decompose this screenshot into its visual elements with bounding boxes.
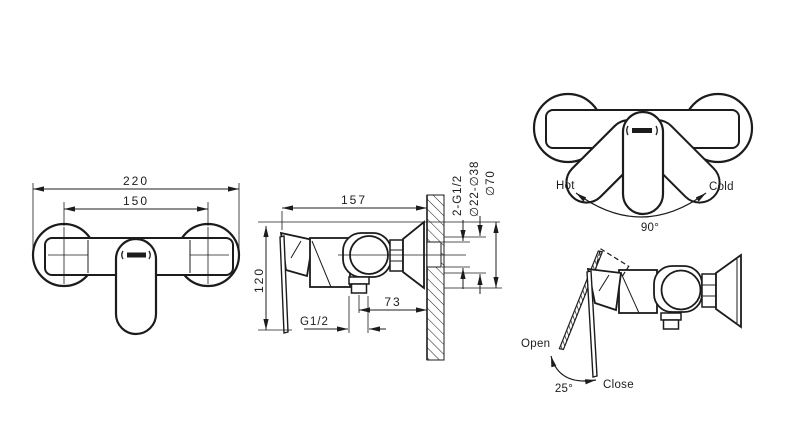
dim-center-distance-label: 150 xyxy=(123,194,149,208)
dim-overall-width-label: 220 xyxy=(123,174,149,188)
side-dim-outlet-thread: G1/2 xyxy=(300,296,386,333)
front-lever-handle xyxy=(114,237,158,336)
open-label: Open xyxy=(521,338,550,350)
inlet-connection-notch xyxy=(426,241,442,268)
side-dim-outlet-offset: 73 xyxy=(358,295,427,313)
outlet-flange xyxy=(348,276,370,285)
logo-bracket-left xyxy=(626,125,629,136)
side-mounting-nut xyxy=(389,239,404,272)
dim-height-label: 120 xyxy=(252,267,266,293)
handle-rotation-view: Hot Cold 90° xyxy=(532,92,754,234)
side-callout-escutcheon-dia: ∅70 xyxy=(444,170,502,289)
callout-inlets-label: 2-G1/2 xyxy=(452,175,464,216)
lever-body-slant-line xyxy=(620,272,640,314)
brand-logo-mark xyxy=(626,125,658,136)
logo-bar xyxy=(632,128,652,133)
lever-escutcheon-cone xyxy=(715,253,742,329)
hot-label: Hot xyxy=(556,180,575,192)
handle-position-center xyxy=(621,110,665,216)
dim-outlet-thread-label: G1/2 xyxy=(300,316,329,328)
side-dim-depth: 157 xyxy=(281,193,427,230)
dim-outlet-offset-label: 73 xyxy=(384,295,401,309)
outlet-thread xyxy=(350,283,368,294)
side-body-slant-line xyxy=(311,240,332,288)
lever-outlet-thread xyxy=(662,319,680,330)
lever-angle-label: 25° xyxy=(555,383,573,395)
side-handle-blade xyxy=(279,235,289,334)
wall-section-hatch xyxy=(426,194,445,361)
logo-bracket-right xyxy=(148,250,151,260)
side-view: 157 120 73 G1/2 2-G1/2 xyxy=(252,161,502,361)
callout-escutcheon-dia-label: ∅70 xyxy=(485,170,497,196)
cold-label: Cold xyxy=(709,181,734,193)
close-handle-cap-edge xyxy=(598,274,610,292)
dim-depth-label: 157 xyxy=(341,193,367,207)
front-dim-overall: 220 xyxy=(32,174,240,249)
rotation-angle-label: 90° xyxy=(641,222,659,234)
logo-bracket-right xyxy=(655,125,658,136)
lever-cartridge-circle xyxy=(660,269,702,311)
side-handle-cap-edge xyxy=(290,240,302,259)
lever-angle-view: Open Close 25° xyxy=(521,247,742,395)
callout-hose-dia-label: ∅22-∅38 xyxy=(469,161,481,217)
lever-arc-arrow xyxy=(550,355,597,385)
front-view: 220 150 xyxy=(31,174,241,336)
lever-body-block xyxy=(618,269,658,314)
lever-mounting-nut xyxy=(701,273,717,308)
brand-logo-mark xyxy=(121,250,151,260)
side-callout-inlets: 2-G1/2 xyxy=(442,175,470,289)
side-callout-hose-dia: ∅22-∅38 xyxy=(444,161,486,294)
logo-bar xyxy=(127,252,146,258)
logo-bracket-left xyxy=(121,250,124,260)
front-dim-centers: 150 xyxy=(63,194,209,226)
close-label: Close xyxy=(603,379,634,391)
side-dim-height: 120 xyxy=(252,226,292,331)
close-handle-blade xyxy=(586,270,598,378)
lever-outlet-flange xyxy=(660,312,682,321)
rotation-arc-arrow xyxy=(575,192,707,218)
